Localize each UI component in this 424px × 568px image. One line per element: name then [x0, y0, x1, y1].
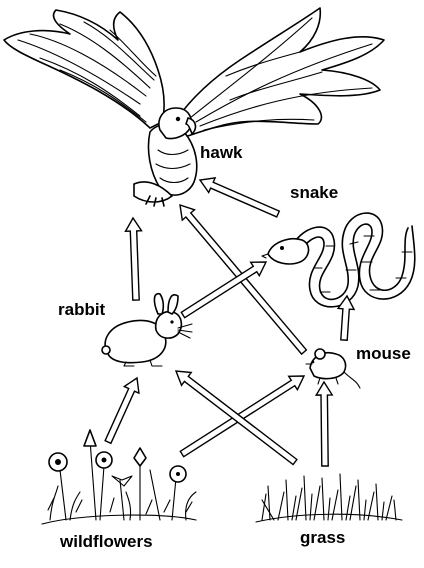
arrow-wildflowers-to-mouse	[179, 375, 306, 458]
label-hawk: hawk	[200, 143, 243, 162]
label-wildflowers: wildflowers	[60, 532, 153, 551]
arrow-mouse-to-snake	[336, 294, 356, 341]
arrow-grass-to-mouse	[314, 380, 334, 467]
arrows-layer	[104, 177, 356, 467]
snake-icon	[261, 212, 416, 308]
arrow-snake-to-hawk	[198, 177, 281, 218]
arrow-wildflowers-to-rabbit	[104, 376, 140, 445]
arrow-rabbit-to-snake	[180, 261, 268, 319]
arrow-rabbit-to-hawk	[124, 216, 143, 301]
label-grass: grass	[300, 528, 346, 547]
label-snake: snake	[290, 183, 339, 202]
arrow-grass-to-rabbit	[174, 370, 298, 466]
label-mouse: mouse	[356, 344, 411, 363]
wildflowers-icon	[41, 429, 197, 525]
grass-icon	[255, 473, 403, 523]
label-rabbit: rabbit	[58, 300, 106, 319]
hawk-icon	[3, 7, 385, 207]
mouse-icon	[305, 348, 361, 389]
rabbit-icon	[101, 292, 193, 367]
